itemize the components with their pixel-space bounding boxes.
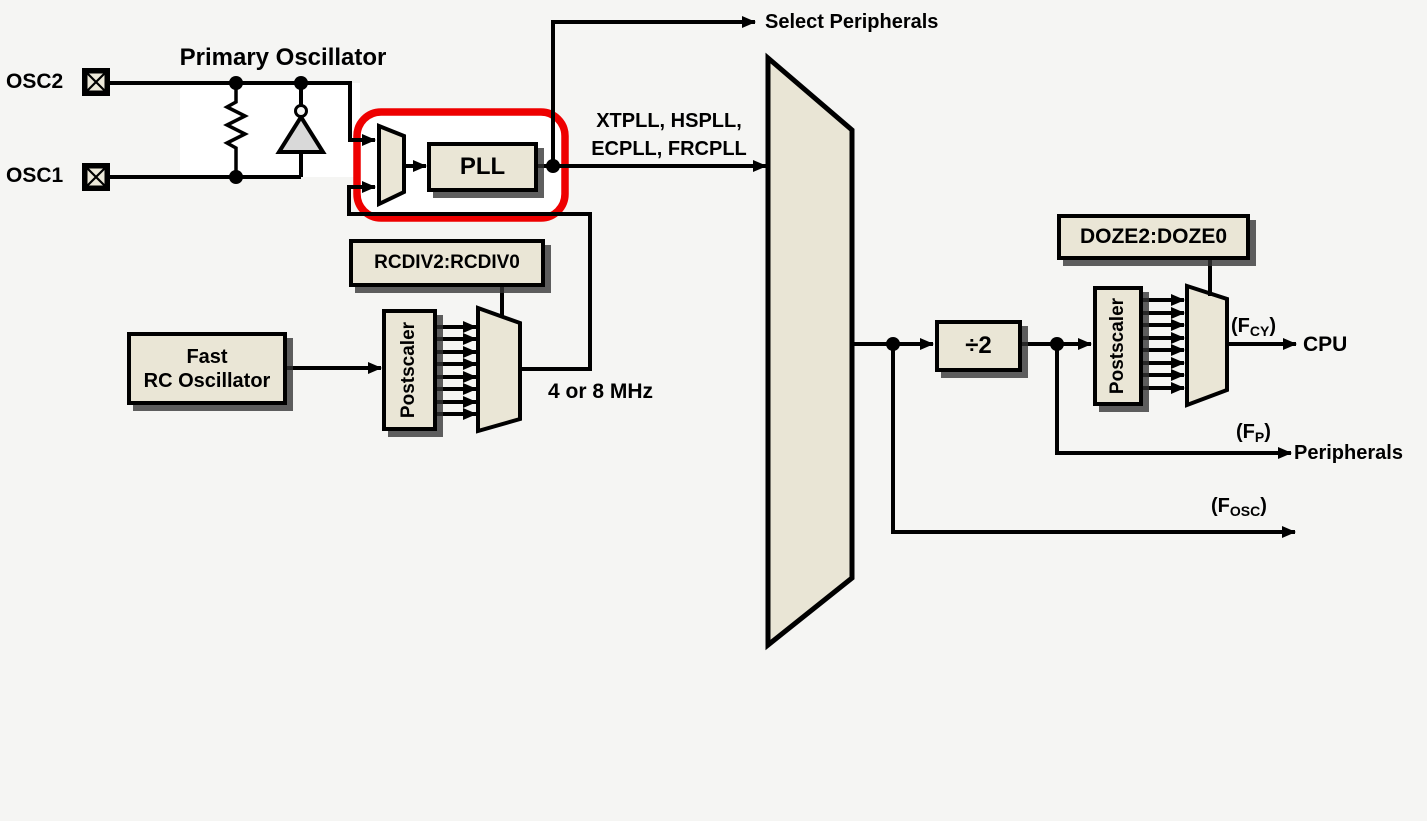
pll-modes-label: XTPLL, HSPLL, ECPLL, FRCPLL <box>570 107 768 163</box>
divide-by-2-label: ÷2 <box>965 332 992 359</box>
fp-label: (FP) <box>1236 421 1271 445</box>
resistor-icon <box>223 83 249 177</box>
pll-block: PLL <box>427 142 538 192</box>
fosc-post: ) <box>1260 495 1267 517</box>
wire-fosc <box>891 344 1296 538</box>
frc-postscaler-taps <box>437 321 477 420</box>
doze-register-block: DOZE2:DOZE0 <box>1057 214 1250 260</box>
fp-post: ) <box>1264 421 1271 443</box>
fosc-pre: (F <box>1211 495 1230 517</box>
pll-input-mux-shape <box>377 123 406 208</box>
inverter-icon <box>275 104 327 154</box>
fast-rc-line1: Fast <box>186 345 228 368</box>
osc2-pin-label: OSC2 <box>6 70 64 93</box>
crystal-area-backing <box>180 83 360 177</box>
frc-frequency-label: 4 or 8 MHz <box>548 380 654 403</box>
cpu-label: CPU <box>1303 333 1348 356</box>
doze-postscaler-taps <box>1142 294 1185 394</box>
fcy-label: (FCY) <box>1231 315 1276 339</box>
peripherals-label: Peripherals <box>1294 442 1403 464</box>
primary-oscillator-title: Primary Oscillator <box>179 44 387 71</box>
doze-register-label: DOZE2:DOZE0 <box>1079 225 1228 248</box>
wire-fp-peripherals <box>1055 344 1292 459</box>
doze-mux-shape <box>1185 283 1229 408</box>
fast-rc-line2: RC Oscillator <box>143 369 271 392</box>
divide-by-2-block: ÷2 <box>935 320 1022 372</box>
fcy-post: ) <box>1269 315 1277 337</box>
doze-postscaler-label: Postscaler <box>1107 297 1128 395</box>
wire-layer <box>110 16 1297 538</box>
pll-label: PLL <box>459 153 506 180</box>
wire-select-peripherals <box>551 16 756 166</box>
doze-postscaler-block: Postscaler <box>1093 286 1143 406</box>
rcdiv-register-block: RCDIV2:RCDIV0 <box>349 239 545 287</box>
osc1-pin-label: OSC1 <box>6 164 64 187</box>
select-peripherals-label: Select Peripherals <box>765 11 939 33</box>
fosc-label: (FOSC) <box>1211 495 1267 519</box>
fp-pre: (F <box>1236 421 1255 443</box>
osc1-pin-icon <box>82 163 110 191</box>
rcdiv-label: RCDIV2:RCDIV0 <box>374 252 520 273</box>
pll-modes-line2: ECPLL, FRCPLL <box>591 138 747 160</box>
fp-sub: P <box>1254 429 1265 445</box>
osc2-pin-icon <box>82 68 110 96</box>
clock-source-mux-shape <box>765 52 855 651</box>
junction-dots <box>229 76 1064 351</box>
pll-modes-line1: XTPLL, HSPLL, <box>596 110 742 132</box>
frc-postscaler-block: Postscaler <box>382 309 437 431</box>
fast-rc-oscillator-block: Fast RC Oscillator <box>127 332 287 405</box>
fosc-sub: OSC <box>1229 503 1261 519</box>
fcy-pre: (F <box>1231 315 1250 337</box>
frc-postscaler-label: Postscaler <box>398 321 420 419</box>
fcy-sub: CY <box>1249 323 1270 339</box>
frc-postscaler-mux-shape <box>476 305 522 434</box>
wire-frc-to-pll-mux <box>347 181 592 371</box>
